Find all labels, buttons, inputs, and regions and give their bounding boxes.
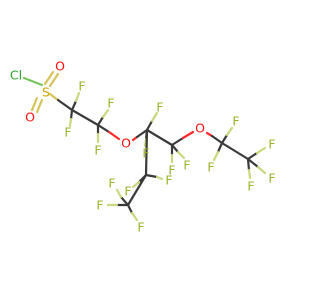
bond-c4-f7 <box>176 150 186 160</box>
bond-c3-f5 <box>150 111 159 123</box>
atom-f-3: F <box>107 96 114 111</box>
atom-f-5: F <box>156 100 163 115</box>
atom-o-ether-1: O <box>121 136 131 151</box>
atom-f-12: F <box>108 176 115 191</box>
bond-c2-f3-c <box>96 115 105 127</box>
bond-cf3-f10-c <box>144 173 159 179</box>
bond-c2-o1 <box>107 130 121 141</box>
atom-o-ether-2: O <box>195 121 205 136</box>
atom-s: S <box>42 85 50 100</box>
bond-c7-fa-c <box>246 151 259 161</box>
atom-o-sulfonyl-2: O <box>25 110 35 125</box>
bond-c6-f15-c <box>216 141 224 154</box>
bond-c6-f15 <box>212 150 220 162</box>
bond-o2-c6-c <box>210 134 224 145</box>
bond-c4-o2 <box>181 130 195 140</box>
bond-s-o2b <box>35 98 44 114</box>
atom-o-sulfonyl-1: O <box>55 59 65 74</box>
bond-cf3-f9 <box>131 180 141 189</box>
bond-c5-f12 <box>115 188 123 199</box>
bonds <box>22 70 267 222</box>
atom-f-15: F <box>207 160 214 175</box>
atom-f-1: F <box>78 79 85 94</box>
molecule-diagram: Cl S O O F F F F O F F O F F F F F F F F… <box>10 59 276 235</box>
bond-c7-fa <box>255 146 267 155</box>
bond-s-c1 <box>48 92 60 102</box>
bond-c6-f14-c <box>220 133 229 145</box>
atom-f-2: F <box>64 125 71 140</box>
atom-f-13: F <box>137 220 144 235</box>
bond-c6-c7 <box>220 141 250 161</box>
bond-o1-c3-c <box>135 128 149 139</box>
atom-f-14: F <box>232 114 239 129</box>
bond-c5-f13 <box>130 211 139 222</box>
atom-labels: Cl S O O F F F F O F F O F F F F F F F F… <box>10 59 276 235</box>
atom-f-8: F <box>168 163 175 178</box>
bond-s-o1a <box>43 70 55 86</box>
bond-s-c1-carbon <box>56 98 74 112</box>
atom-f-16: F <box>268 137 275 152</box>
atom-f-9: F <box>124 184 131 199</box>
bond-s-o2a <box>30 96 39 112</box>
atom-f-6: F <box>142 146 149 161</box>
bond-c3-c4 <box>145 128 174 147</box>
bond-c2-o1-c <box>96 123 111 134</box>
bond-c3-cf3 <box>144 128 149 177</box>
bond-c7-fc-c <box>246 157 251 172</box>
molecule-structure: Cl S O O F F F F O F F O F F F F F F F F… <box>10 59 276 235</box>
bond-cf3-c5 <box>126 173 148 207</box>
bond-s-o1b <box>48 72 60 88</box>
bond-c1-f2 <box>68 117 73 128</box>
bond-c1-f1 <box>74 91 81 103</box>
bond-c1-f2-c <box>69 108 74 121</box>
bond-c1-f1-c <box>70 99 78 112</box>
atom-f-4: F <box>94 143 101 158</box>
bond-c4-o2-c <box>170 136 185 147</box>
bond-c2-f3 <box>101 108 110 119</box>
bond-c3-f5-c <box>145 119 154 132</box>
atom-cl: Cl <box>10 68 22 83</box>
atom-f-11: F <box>96 198 103 213</box>
atom-f-17: F <box>268 171 275 186</box>
atom-f-18: F <box>247 179 254 194</box>
bond-c1-c2 <box>70 108 100 127</box>
bond-c5-f12-c <box>119 195 130 207</box>
bond-c7-fb-c <box>246 157 260 169</box>
atom-f-10: F <box>165 173 172 188</box>
bond-c6-f14 <box>225 126 234 137</box>
atom-f-7: F <box>183 158 190 173</box>
bond-cf3-f10 <box>155 175 164 181</box>
bond-c5-f13-c <box>126 203 134 215</box>
bond-c7-fb <box>256 165 267 175</box>
bond-cl-s <box>22 76 44 87</box>
bond-c7-fc <box>247 168 252 180</box>
